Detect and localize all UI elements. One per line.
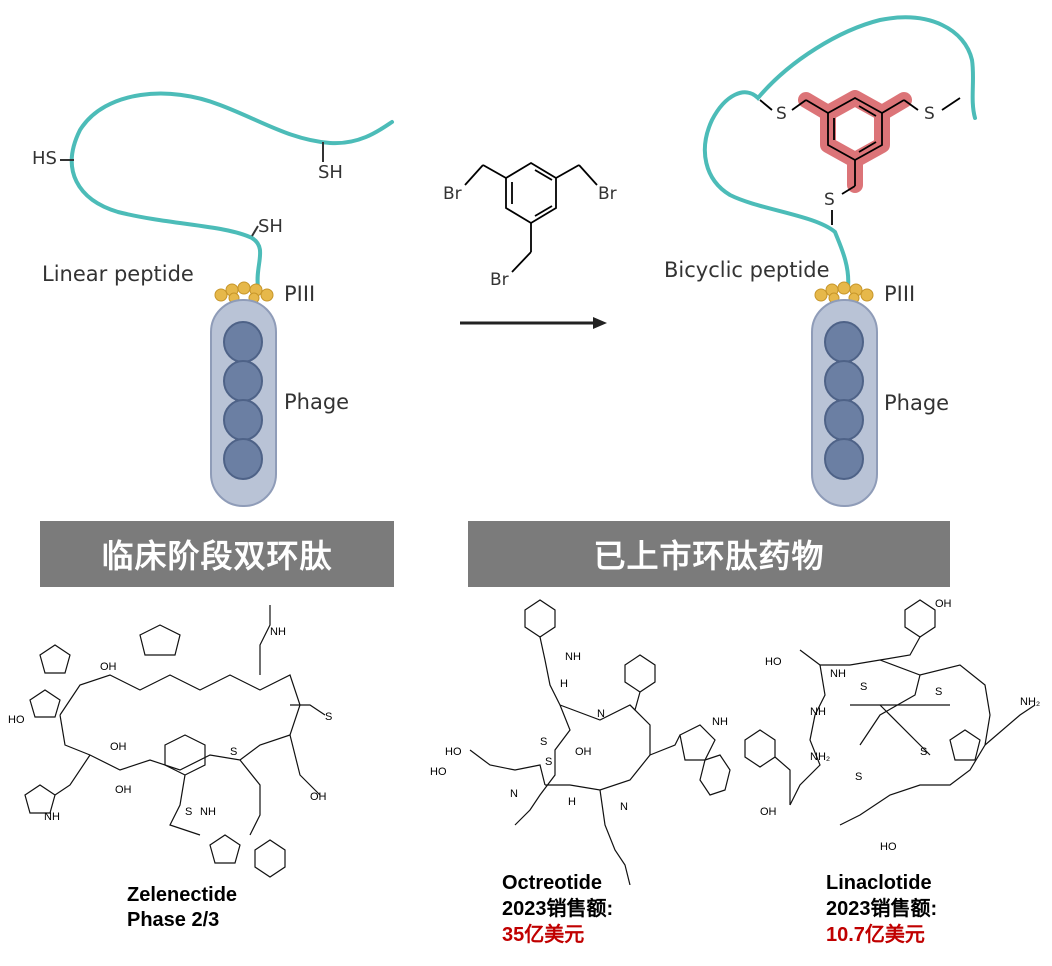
svg-text:H: H <box>568 796 576 808</box>
svg-text:NH: NH <box>44 811 60 823</box>
sulfur-label: S <box>824 190 835 210</box>
thiol-label: SH <box>258 216 283 237</box>
bicyclic-peptide-label: Bicyclic peptide <box>664 258 830 282</box>
octreotide-sales-label: 2023销售额: <box>502 898 614 920</box>
svg-text:NH: NH <box>830 668 846 680</box>
piii-label: PIII <box>884 282 916 306</box>
mechanism-diagram <box>60 15 977 507</box>
zelenectide-status: Phase 2/3 <box>127 909 220 931</box>
svg-text:NH: NH <box>712 716 728 728</box>
svg-text:OH: OH <box>760 806 777 818</box>
phage-particle <box>811 299 878 507</box>
svg-text:OH: OH <box>935 598 952 610</box>
octreotide-structure <box>469 599 731 885</box>
svg-text:S: S <box>325 711 332 723</box>
piii-protein <box>814 281 874 304</box>
linaclotide-structure <box>744 599 1036 826</box>
svg-text:HO: HO <box>880 841 897 853</box>
svg-text:S: S <box>860 681 867 693</box>
sulfur-label: S <box>924 104 935 124</box>
clinical-bicyclic-banner: 临床阶段双环肽 <box>40 521 394 587</box>
phage-label: Phage <box>284 390 350 414</box>
tbmb-linker-highlight <box>759 90 961 225</box>
svg-text:H: H <box>560 678 568 690</box>
svg-text:N: N <box>620 801 628 813</box>
svg-text:OH: OH <box>575 746 592 758</box>
svg-text:HO: HO <box>765 656 782 668</box>
reaction-arrow <box>460 317 607 329</box>
zelenectide-atom-labels: OH HO NH S OH OH OH S S NH NH <box>8 626 332 823</box>
svg-text:S: S <box>920 746 927 758</box>
svg-text:S: S <box>545 756 552 768</box>
svg-text:OH: OH <box>115 784 132 796</box>
svg-text:OH: OH <box>110 741 127 753</box>
marketed-cyclic-banner: 已上市环肽药物 <box>468 521 950 587</box>
bromine-label: Br <box>598 184 617 204</box>
bromine-label: Br <box>490 270 509 290</box>
linaclotide-sales-value: 10.7亿美元 <box>826 924 925 946</box>
octreotide-sales-value: 35亿美元 <box>502 924 585 946</box>
piii-label: PIII <box>284 282 316 306</box>
svg-text:HO: HO <box>430 766 447 778</box>
svg-text:NH: NH <box>270 626 286 638</box>
svg-text:S: S <box>185 806 192 818</box>
zelenectide-structure <box>24 605 326 878</box>
svg-text:HO: HO <box>445 746 462 758</box>
svg-text:S: S <box>230 746 237 758</box>
sulfur-label: S <box>776 104 787 124</box>
linear-peptide-chain <box>69 91 394 289</box>
svg-text:OH: OH <box>310 791 327 803</box>
svg-text:NH: NH <box>810 706 826 718</box>
svg-text:S: S <box>935 686 942 698</box>
svg-text:HO: HO <box>8 714 25 726</box>
bicyclic-peptide-chain <box>702 15 977 289</box>
octreotide-name: Octreotide <box>502 872 603 894</box>
thiol-label: SH <box>318 162 343 183</box>
phage-label: Phage <box>884 391 950 415</box>
thiol-label: HS <box>32 148 57 169</box>
svg-text:OH: OH <box>100 661 117 673</box>
svg-text:NH₂: NH₂ <box>810 751 830 763</box>
phage-particle <box>210 299 277 507</box>
svg-text:N: N <box>510 788 518 800</box>
linear-peptide-label: Linear peptide <box>42 262 194 286</box>
svg-text:N: N <box>597 708 605 720</box>
linaclotide-sales-label: 2023销售额: <box>826 898 938 920</box>
svg-text:S: S <box>855 771 862 783</box>
svg-text:NH: NH <box>200 806 216 818</box>
svg-text:NH₂: NH₂ <box>1020 696 1040 708</box>
svg-text:NH: NH <box>565 651 581 663</box>
svg-text:S: S <box>540 736 547 748</box>
piii-protein <box>214 281 274 304</box>
octreotide-atom-labels: NH H N SS HO HO N OH H NH N <box>430 651 728 813</box>
tbmb-reagent-structure <box>464 161 598 273</box>
linaclotide-atom-labels: OH HO NH S S S S NH NH₂ NH₂ OH HO <box>760 598 1040 853</box>
linaclotide-name: Linaclotide <box>826 872 932 894</box>
thiol-bond <box>251 225 259 237</box>
bromine-label: Br <box>443 184 462 204</box>
zelenectide-name: Zelenectide <box>127 884 238 906</box>
